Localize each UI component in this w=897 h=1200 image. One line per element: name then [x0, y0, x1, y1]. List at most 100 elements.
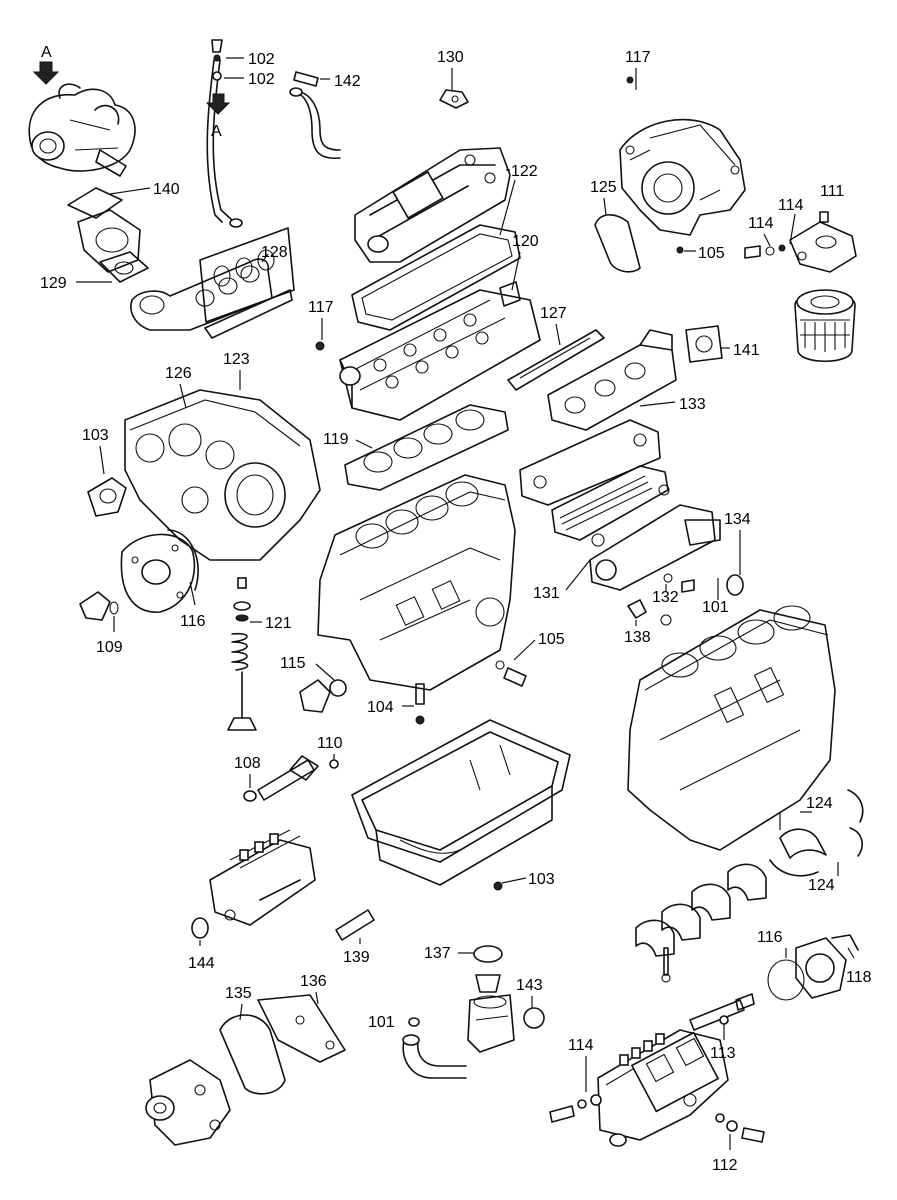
water-pump — [145, 1059, 231, 1146]
callout-111: 111 — [820, 183, 844, 200]
label-105b: 105 — [538, 631, 565, 648]
label-120: 120 — [512, 233, 539, 250]
rear-seal-116b: 116 — [757, 929, 805, 1001]
part-109: 109 — [79, 591, 123, 656]
rocker-cover — [354, 147, 511, 263]
label-105a: 105 — [698, 245, 725, 262]
label-132: 132 — [652, 589, 679, 606]
gear-case — [124, 389, 321, 561]
label-117a: 117 — [625, 49, 651, 66]
label-102b: 102 — [248, 71, 275, 88]
intake-gasket-127: 127 — [507, 305, 605, 391]
valve-assembly: 121 — [227, 577, 292, 731]
callout-114b: 114 — [748, 215, 774, 247]
label-140: 140 — [153, 181, 180, 198]
label-128: 128 — [261, 244, 288, 261]
label-135: 135 — [225, 985, 252, 1002]
oil-filter — [794, 289, 856, 363]
front-cover-plate — [120, 529, 199, 613]
label-129: 129 — [40, 275, 67, 292]
seal-housing: 118 — [795, 934, 872, 999]
callout-113: 113 — [710, 993, 755, 1062]
label-118: 118 — [846, 969, 872, 986]
label-111: 111 — [820, 183, 844, 200]
label-115: 115 — [280, 655, 306, 672]
callout-110: 110 — [317, 735, 343, 760]
injection-pump-right — [597, 999, 745, 1147]
water-pipe — [402, 1034, 467, 1079]
gasket-141: 141 — [685, 325, 760, 363]
thermostat-assembly: 137 — [424, 945, 515, 1053]
callout-131: 131 — [533, 559, 591, 602]
oil-cooler-gasket — [519, 419, 661, 506]
callout-132: 132 — [652, 573, 695, 606]
label-108: 108 — [234, 755, 261, 772]
callout-114a: 114 — [778, 197, 804, 245]
label-101a: 101 — [702, 599, 729, 616]
callout-101a: 101 — [702, 578, 729, 616]
label-123: 123 — [223, 351, 250, 368]
label-144: 144 — [188, 955, 215, 972]
label-119: 119 — [323, 431, 349, 448]
view-arrow-a-mid: A — [205, 93, 231, 140]
label-103a: 103 — [82, 427, 109, 444]
callout-123: 123 — [223, 351, 250, 390]
oil-pump-115: 115 — [280, 655, 347, 713]
callout-143: 143 — [516, 977, 545, 1029]
label-127: 127 — [540, 305, 567, 322]
label-104: 104 — [367, 699, 394, 716]
label-125: 125 — [590, 179, 617, 196]
gasket-140: 140 — [67, 181, 180, 219]
label-124b: 124 — [808, 877, 835, 894]
label-122: 122 — [511, 163, 538, 180]
label-103b: 103 — [528, 871, 555, 888]
label-114c: 114 — [568, 1037, 594, 1054]
label-136: 136 — [300, 973, 327, 990]
callout-117b: 117 — [308, 299, 334, 351]
callout-119: 119 — [323, 431, 373, 449]
cylinder-block — [317, 474, 516, 691]
oil-filter-head — [744, 211, 857, 273]
part-103a: 103 — [82, 427, 127, 517]
gasket-135: 135 — [219, 985, 286, 1095]
cylinder-head — [339, 289, 541, 421]
callout-108: 108 — [234, 755, 261, 788]
callout-120: 120 — [499, 233, 539, 307]
bolt-112: 112 — [712, 1113, 765, 1174]
label-112: 112 — [712, 1157, 738, 1174]
oil-pan — [351, 719, 571, 891]
label-134: 134 — [724, 511, 751, 528]
head-gasket — [344, 404, 509, 491]
label-142: 142 — [334, 73, 361, 90]
cylinder-block-right — [627, 605, 836, 851]
cover-136: 136 — [257, 973, 346, 1063]
label-139: 139 — [343, 949, 370, 966]
label-141: 141 — [733, 342, 760, 359]
label-143: 143 — [516, 977, 543, 994]
callout-116a: 116 — [180, 581, 206, 630]
label-121: 121 — [265, 615, 292, 632]
exhaust-manifold — [130, 258, 293, 339]
injection-pump-left — [209, 829, 316, 926]
label-126: 126 — [165, 365, 192, 382]
turbocharger — [28, 83, 136, 177]
label-138: 138 — [624, 629, 651, 646]
callout-125: 125 — [590, 179, 641, 273]
label-116a: 116 — [180, 613, 206, 630]
label-109: 109 — [96, 639, 123, 656]
bolt-114c: 114 — [549, 1037, 602, 1123]
label-a-mid: A — [211, 123, 222, 140]
callout-101b: 101 — [368, 1014, 420, 1031]
label-110: 110 — [317, 735, 343, 752]
cover-gasket — [351, 224, 521, 331]
label-a-top: A — [41, 44, 52, 61]
intake-gasket-128: 128 — [199, 227, 295, 323]
part-138: 138 — [624, 599, 672, 646]
cooler-cover — [589, 504, 721, 591]
label-137: 137 — [424, 945, 451, 962]
label-117b: 117 — [308, 299, 334, 316]
oil-cooler — [551, 465, 670, 547]
callout-117a: 117 — [625, 49, 651, 90]
intake-manifold — [547, 329, 677, 431]
callout-122: 122 — [499, 163, 538, 236]
